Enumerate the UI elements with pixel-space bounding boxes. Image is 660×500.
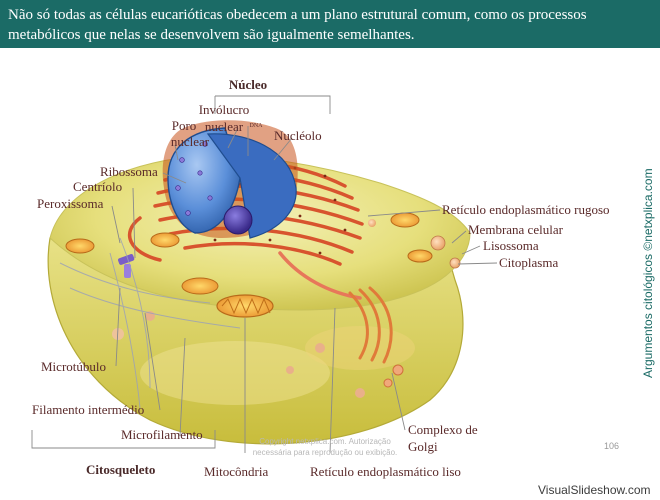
label-dna: DNA	[250, 123, 264, 129]
label-microtubulo: Microtúbulo	[41, 359, 106, 374]
cell-diagram: Núcleo Invólucro nuclear DNA Poro nuclea…	[0, 48, 660, 500]
copyright-line-1: Copyright netxplica.com. Autorização	[220, 436, 430, 447]
label-lisossoma: Lisossoma	[483, 238, 539, 253]
label-membrana-celular: Membrana celular	[468, 222, 564, 237]
label-involucro-nuclear-2: nuclear	[205, 119, 244, 134]
page-number: 106	[604, 441, 619, 451]
label-peroxissoma: Peroxissoma	[37, 196, 104, 211]
label-nucleolo: Nucléolo	[274, 128, 322, 143]
label-reticulo-rugoso: Retículo endoplasmático rugoso	[442, 202, 610, 217]
label-poro-nuclear-1: Poro	[172, 118, 197, 133]
watermark: VisualSlideshow.com	[538, 483, 651, 497]
side-credit: Argumentos citológicos ©netxplica.com	[641, 168, 655, 378]
label-reticulo-liso: Retículo endoplasmático liso	[310, 464, 461, 479]
label-centriolo: Centríolo	[73, 179, 122, 194]
label-filamento-intermedio: Filamento intermédio	[32, 402, 144, 417]
label-ribossoma: Ribossoma	[100, 164, 158, 179]
label-citoplasma: Citoplasma	[499, 255, 558, 270]
label-citoesqueleto: Citosqueleto	[86, 462, 155, 477]
copyright-line-2: necessária para reprodução ou exibição.	[220, 447, 430, 458]
copyright-notice: Copyright netxplica.com. Autorização nec…	[220, 436, 430, 458]
label-nucleo: Núcleo	[229, 77, 267, 92]
label-microfilamento: Microfilamento	[121, 427, 203, 442]
label-poro-nuclear-2: nuclear	[171, 134, 210, 149]
label-complexo-golgi-1: Complexo de	[408, 422, 478, 437]
caption-line-2: metabólicos que nelas se desenvolvem são…	[8, 25, 652, 45]
label-involucro-nuclear-1: Invólucro	[199, 102, 250, 117]
label-mitocondria: Mitocôndria	[204, 464, 268, 479]
caption-line-1: Não só todas as células eucarióticas obe…	[8, 5, 652, 25]
caption-banner: Não só todas as células eucarióticas obe…	[0, 0, 660, 48]
